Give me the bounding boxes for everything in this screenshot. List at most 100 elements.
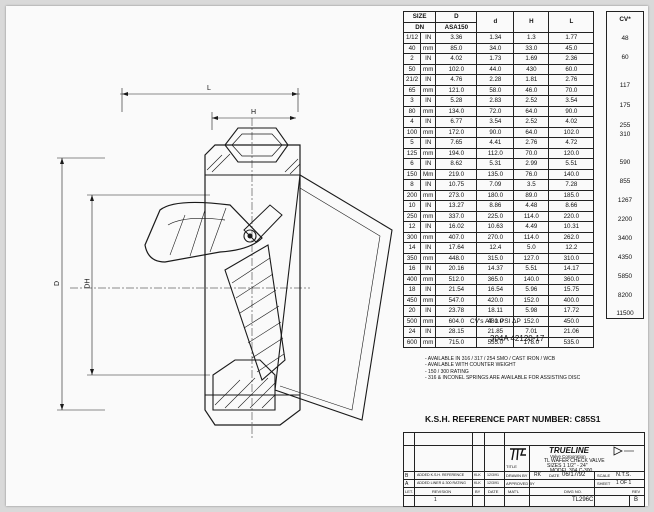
d-lower-cell: 420.0 <box>476 294 515 306</box>
unit-cell: IN <box>420 95 437 107</box>
l-cell: 310.0 <box>548 252 595 264</box>
l-cell: 7.28 <box>548 179 595 191</box>
l-cell: 2.36 <box>548 53 595 65</box>
d-lower-cell: 1.73 <box>476 53 515 65</box>
d-upper-cell: 13.27 <box>435 200 478 212</box>
d-upper-cell: 219.0 <box>435 168 478 180</box>
dwg-label: DWG NO. <box>564 489 582 494</box>
d-upper-cell: 448.0 <box>435 252 478 264</box>
unit-cell: IN <box>420 284 437 296</box>
l-cell: 400.0 <box>548 294 595 306</box>
sheet-label: SHEET <box>597 481 611 486</box>
h-cell: 64.0 <box>513 126 550 138</box>
size-cell: 1/12 <box>402 32 422 44</box>
h-cell: 127.0 <box>513 252 550 264</box>
size-cell: 125 <box>402 147 422 159</box>
drawn-by-label: DRAWN BY <box>506 473 528 478</box>
d-upper-cell: 10.75 <box>435 179 478 191</box>
h-cell: 70.0 <box>513 147 550 159</box>
unit-cell: Mm <box>420 168 437 180</box>
size-cell: 24 <box>402 326 422 338</box>
h-cell: 89.0 <box>513 189 550 201</box>
size-cell: 80 <box>402 105 422 117</box>
header-d-lower: d <box>476 11 515 33</box>
d-upper-cell: 547.0 <box>435 294 478 306</box>
header-d-upper: D <box>435 11 478 23</box>
h-cell: 76.0 <box>513 168 550 180</box>
rev-label: REV <box>632 489 641 494</box>
table-footnote: CV's AT 1 PSI ΔP <box>470 318 521 325</box>
d-lower-cell: 1.34 <box>476 32 515 44</box>
d-lower-cell: 315.0 <box>476 252 515 264</box>
d-lower-cell: 270.0 <box>476 231 515 243</box>
cv-value: 3400 <box>617 235 633 242</box>
size-cell: 450 <box>402 294 422 306</box>
h-cell: 2.52 <box>513 95 550 107</box>
l-cell: 3.54 <box>548 95 595 107</box>
unit-cell: IN <box>420 305 437 317</box>
h-cell: 5.0 <box>513 242 550 254</box>
unit-cell: IN <box>420 158 437 170</box>
d-upper-cell: 28.15 <box>435 326 478 338</box>
l-cell: 45.0 <box>548 42 595 54</box>
unit-cell: IN <box>420 53 437 65</box>
h-cell: 5.51 <box>513 263 550 275</box>
cv-value: 310 <box>619 131 631 138</box>
h-cell: 64.0 <box>513 105 550 117</box>
matl-label: MAT'L <box>508 489 520 494</box>
size-cell: 600 <box>402 336 422 348</box>
h-cell: 5.96 <box>513 284 550 296</box>
rev-value: B <box>634 497 639 503</box>
h-cell: 140.0 <box>513 273 550 285</box>
cv-value: 175 <box>619 102 631 109</box>
h-cell: 33.0 <box>513 42 550 54</box>
l-cell: 60.0 <box>548 63 595 75</box>
l-cell: 14.17 <box>548 263 595 275</box>
d-upper-cell: 20.16 <box>435 263 478 275</box>
d-upper-cell: 23.78 <box>435 305 478 317</box>
unit-cell: mm <box>420 252 437 264</box>
size-cell: 6 <box>402 158 422 170</box>
unit-cell: mm <box>420 315 437 327</box>
cv-value: 4350 <box>617 254 633 261</box>
d-upper-cell: 21.54 <box>435 284 478 296</box>
unit-cell: IN <box>420 221 437 233</box>
unit-cell: mm <box>420 294 437 306</box>
size-cell: 16 <box>402 263 422 275</box>
h-cell: 2.76 <box>513 137 550 149</box>
company-name: TRUELINE <box>549 446 589 455</box>
d-upper-cell: 6.77 <box>435 116 478 128</box>
cv-value: 11500 <box>616 310 634 317</box>
by-col-label: BY <box>475 489 481 494</box>
h-cell: 1.81 <box>513 74 550 86</box>
d-lower-cell: 58.0 <box>476 84 515 96</box>
cv-value: 855 <box>619 178 631 185</box>
size-cell: 3 <box>402 95 422 107</box>
notes-list: - AVAILABLE IN 316 / 317 / 254 SMO / CAS… <box>425 356 580 381</box>
unit-cell: mm <box>420 63 437 75</box>
l-cell: 8.66 <box>548 200 595 212</box>
revision-letter: A <box>405 481 409 487</box>
d-upper-cell: 102.0 <box>435 63 478 75</box>
unit-cell: mm <box>420 336 437 348</box>
dimension-h-label: H <box>251 109 257 116</box>
d-lower-cell: 72.0 <box>476 105 515 117</box>
cv-value: 8200 <box>617 292 633 299</box>
unit-cell: mm <box>420 231 437 243</box>
cv-value: 255 <box>619 122 631 129</box>
l-cell: 4.02 <box>548 116 595 128</box>
d-lower-cell: 2.28 <box>476 74 515 86</box>
d-upper-cell: 407.0 <box>435 231 478 243</box>
d-upper-cell: 121.0 <box>435 84 478 96</box>
h-cell: 430 <box>513 63 550 75</box>
h-cell: 5.98 <box>513 305 550 317</box>
d-upper-cell: 134.0 <box>435 105 478 117</box>
